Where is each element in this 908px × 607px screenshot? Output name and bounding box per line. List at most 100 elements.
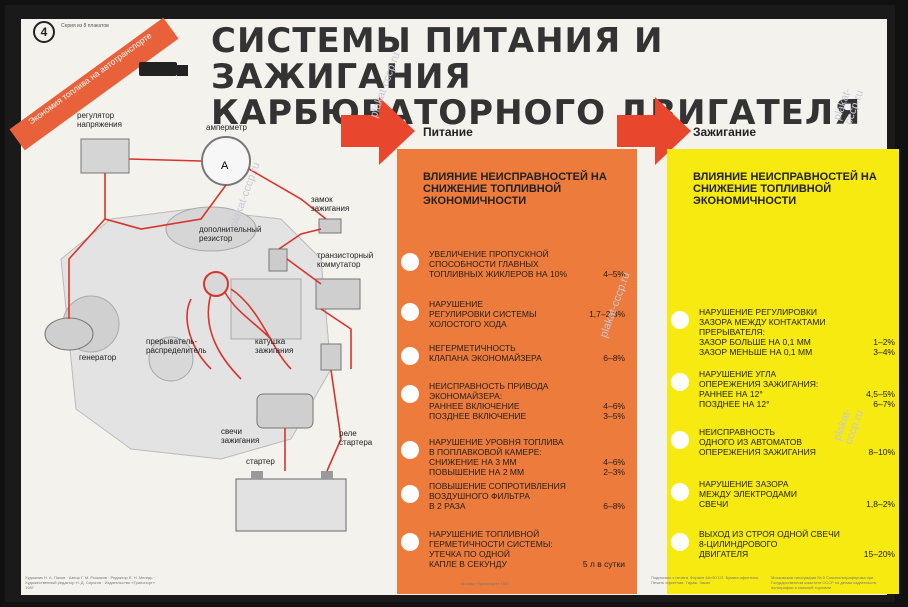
- regulator-icon: [80, 138, 130, 174]
- bullet-dot-icon: [401, 533, 419, 551]
- feed-header: Питание: [423, 125, 473, 139]
- label-plugs: свечи зажигания: [221, 427, 260, 445]
- item-text: в 2 раза: [429, 501, 466, 511]
- bullet-dot-icon: [671, 373, 689, 391]
- bullet-dot-icon: [401, 347, 419, 365]
- engine-illustration: A: [44, 136, 361, 532]
- poster-number: 4: [33, 21, 55, 43]
- item-text: двигателя: [699, 549, 749, 559]
- item-text: 8-цилиндрового: [699, 539, 778, 549]
- label-resistor: дополнительный резистор: [199, 225, 262, 243]
- item-text: клапана экономайзера: [429, 353, 542, 363]
- item-text: Увеличение пропускной: [429, 249, 549, 259]
- footer-center: Москва «Транспорт» 1987: [461, 581, 510, 586]
- label-commutator: транзисторный коммутатор: [317, 251, 374, 269]
- item-value: 1,8–2%: [866, 499, 895, 509]
- feed-arrow: [341, 97, 415, 165]
- commutator-icon: [315, 278, 361, 310]
- item-text: одного из автоматов: [699, 437, 803, 447]
- item-text: свечи: [699, 499, 729, 509]
- item-value: 4–6%: [603, 457, 625, 467]
- item-text: опережения зажигания: [699, 447, 816, 457]
- bullet-dot-icon: [671, 533, 689, 551]
- item-text: Нарушение уровня топлива: [429, 437, 564, 447]
- title-line-2: карбюраторного двигателя: [211, 93, 862, 133]
- footer-credits: Художник Н. А. Пахов · Автор Г. М. Рыжак…: [25, 575, 155, 590]
- item-text: Неисправность: [699, 427, 775, 437]
- ignition-panel: Влияние неисправностей на снижение топли…: [667, 149, 899, 594]
- label-ignition-lock: замок зажигания: [311, 195, 350, 213]
- wiring: [68, 158, 352, 472]
- item-text: раннее включение: [429, 401, 520, 411]
- engine-diagram: A: [21, 109, 391, 589]
- label-distributor: прерыватель-распределитель: [146, 337, 207, 355]
- item-value: 6–8%: [603, 353, 625, 363]
- label-coil: катушка зажигания: [255, 337, 294, 355]
- item-value: 3–4%: [873, 347, 895, 357]
- label-starter-relay: реле стартера: [339, 429, 373, 447]
- item-value: 6–8%: [603, 501, 625, 511]
- truck-icon: [139, 62, 188, 76]
- ammeter-letter: A: [221, 160, 229, 172]
- item-text: утечка по одной: [429, 549, 511, 559]
- bullet-dot-icon: [671, 311, 689, 329]
- air-filter-icon: [165, 206, 257, 252]
- item-text: Нарушение регулировки: [699, 307, 817, 317]
- item-value: 6–7%: [873, 399, 895, 409]
- relay-icon: [320, 343, 342, 371]
- label-starter: стартер: [246, 457, 275, 466]
- item-text: снижение на 3 мм: [429, 457, 517, 467]
- feed-panel: Влияние неисправностей на снижение топли…: [397, 149, 637, 594]
- item-value: 2–3%: [603, 467, 625, 477]
- item-text: холостого хода: [429, 319, 507, 329]
- series-note: Серия из 8 плакатов: [61, 23, 109, 29]
- item-text: способности главных: [429, 259, 539, 269]
- label-generator: генератор: [79, 353, 117, 362]
- item-value: 4–5%: [603, 269, 625, 279]
- item-text: капле в секунду: [429, 559, 507, 569]
- poster-title: Системы питания и зажигания карбюраторно…: [211, 23, 887, 131]
- item-text: в поплавковой камере:: [429, 447, 542, 457]
- feed-panel-title: Влияние неисправностей на снижение топли…: [423, 171, 607, 207]
- footer-imprint: Подписано к печати. Формат 60×90 1/2. Бу…: [651, 575, 759, 585]
- resistor-icon: [268, 248, 288, 272]
- item-text: регулировки системы: [429, 309, 537, 319]
- title-line-1: Системы питания и зажигания: [211, 21, 664, 97]
- item-value: 1–2%: [873, 337, 895, 347]
- bullet-dot-icon: [401, 253, 419, 271]
- bullet-dot-icon: [401, 441, 419, 459]
- item-text: позднее включение: [429, 411, 527, 421]
- item-text: раннее на 12°: [699, 389, 763, 399]
- bullet-dot-icon: [401, 385, 419, 403]
- item-text: повышение на 2 мм: [429, 467, 525, 477]
- item-text: зазор больше на 0,1 мм: [699, 337, 811, 347]
- bullet-dot-icon: [401, 303, 419, 321]
- item-value: 1,7–2,3%: [589, 309, 625, 319]
- item-text: экономайзера:: [429, 391, 503, 401]
- item-text: Нарушение топливной: [429, 529, 540, 539]
- lock-icon: [318, 218, 342, 234]
- footer-printer: Московская типография № 5 Союзполиграфпр…: [771, 575, 878, 590]
- item-text: Нарушение зазора: [699, 479, 789, 489]
- item-text: между электродами: [699, 489, 797, 499]
- item-text: Повышение сопротивления: [429, 481, 566, 491]
- item-text: прерывателя:: [699, 327, 765, 337]
- distributor-icon: [203, 271, 229, 297]
- item-value: 4,5–5%: [866, 389, 895, 399]
- item-text: зазора между контактами: [699, 317, 826, 327]
- item-text: Выход из строя одной свечи: [699, 529, 840, 539]
- label-regulator: регулятор напряжения: [77, 111, 122, 129]
- generator-icon: [44, 317, 94, 351]
- battery-icon: [235, 478, 347, 532]
- starter-icon: [256, 393, 314, 429]
- label-ammeter: амперметр: [206, 123, 247, 132]
- item-value: 8–10%: [868, 447, 895, 457]
- item-text: топливных жиклеров на 10%: [429, 269, 568, 279]
- item-text: воздушного фильтра: [429, 491, 530, 501]
- item-value: 3–5%: [603, 411, 625, 421]
- item-value: 15–20%: [863, 549, 895, 559]
- item-text: зазор меньше на 0,1 мм: [699, 347, 813, 357]
- item-value: 5 л в сутки: [582, 559, 625, 569]
- item-text: позднее на 12°: [699, 399, 770, 409]
- item-text: Нарушение: [429, 299, 484, 309]
